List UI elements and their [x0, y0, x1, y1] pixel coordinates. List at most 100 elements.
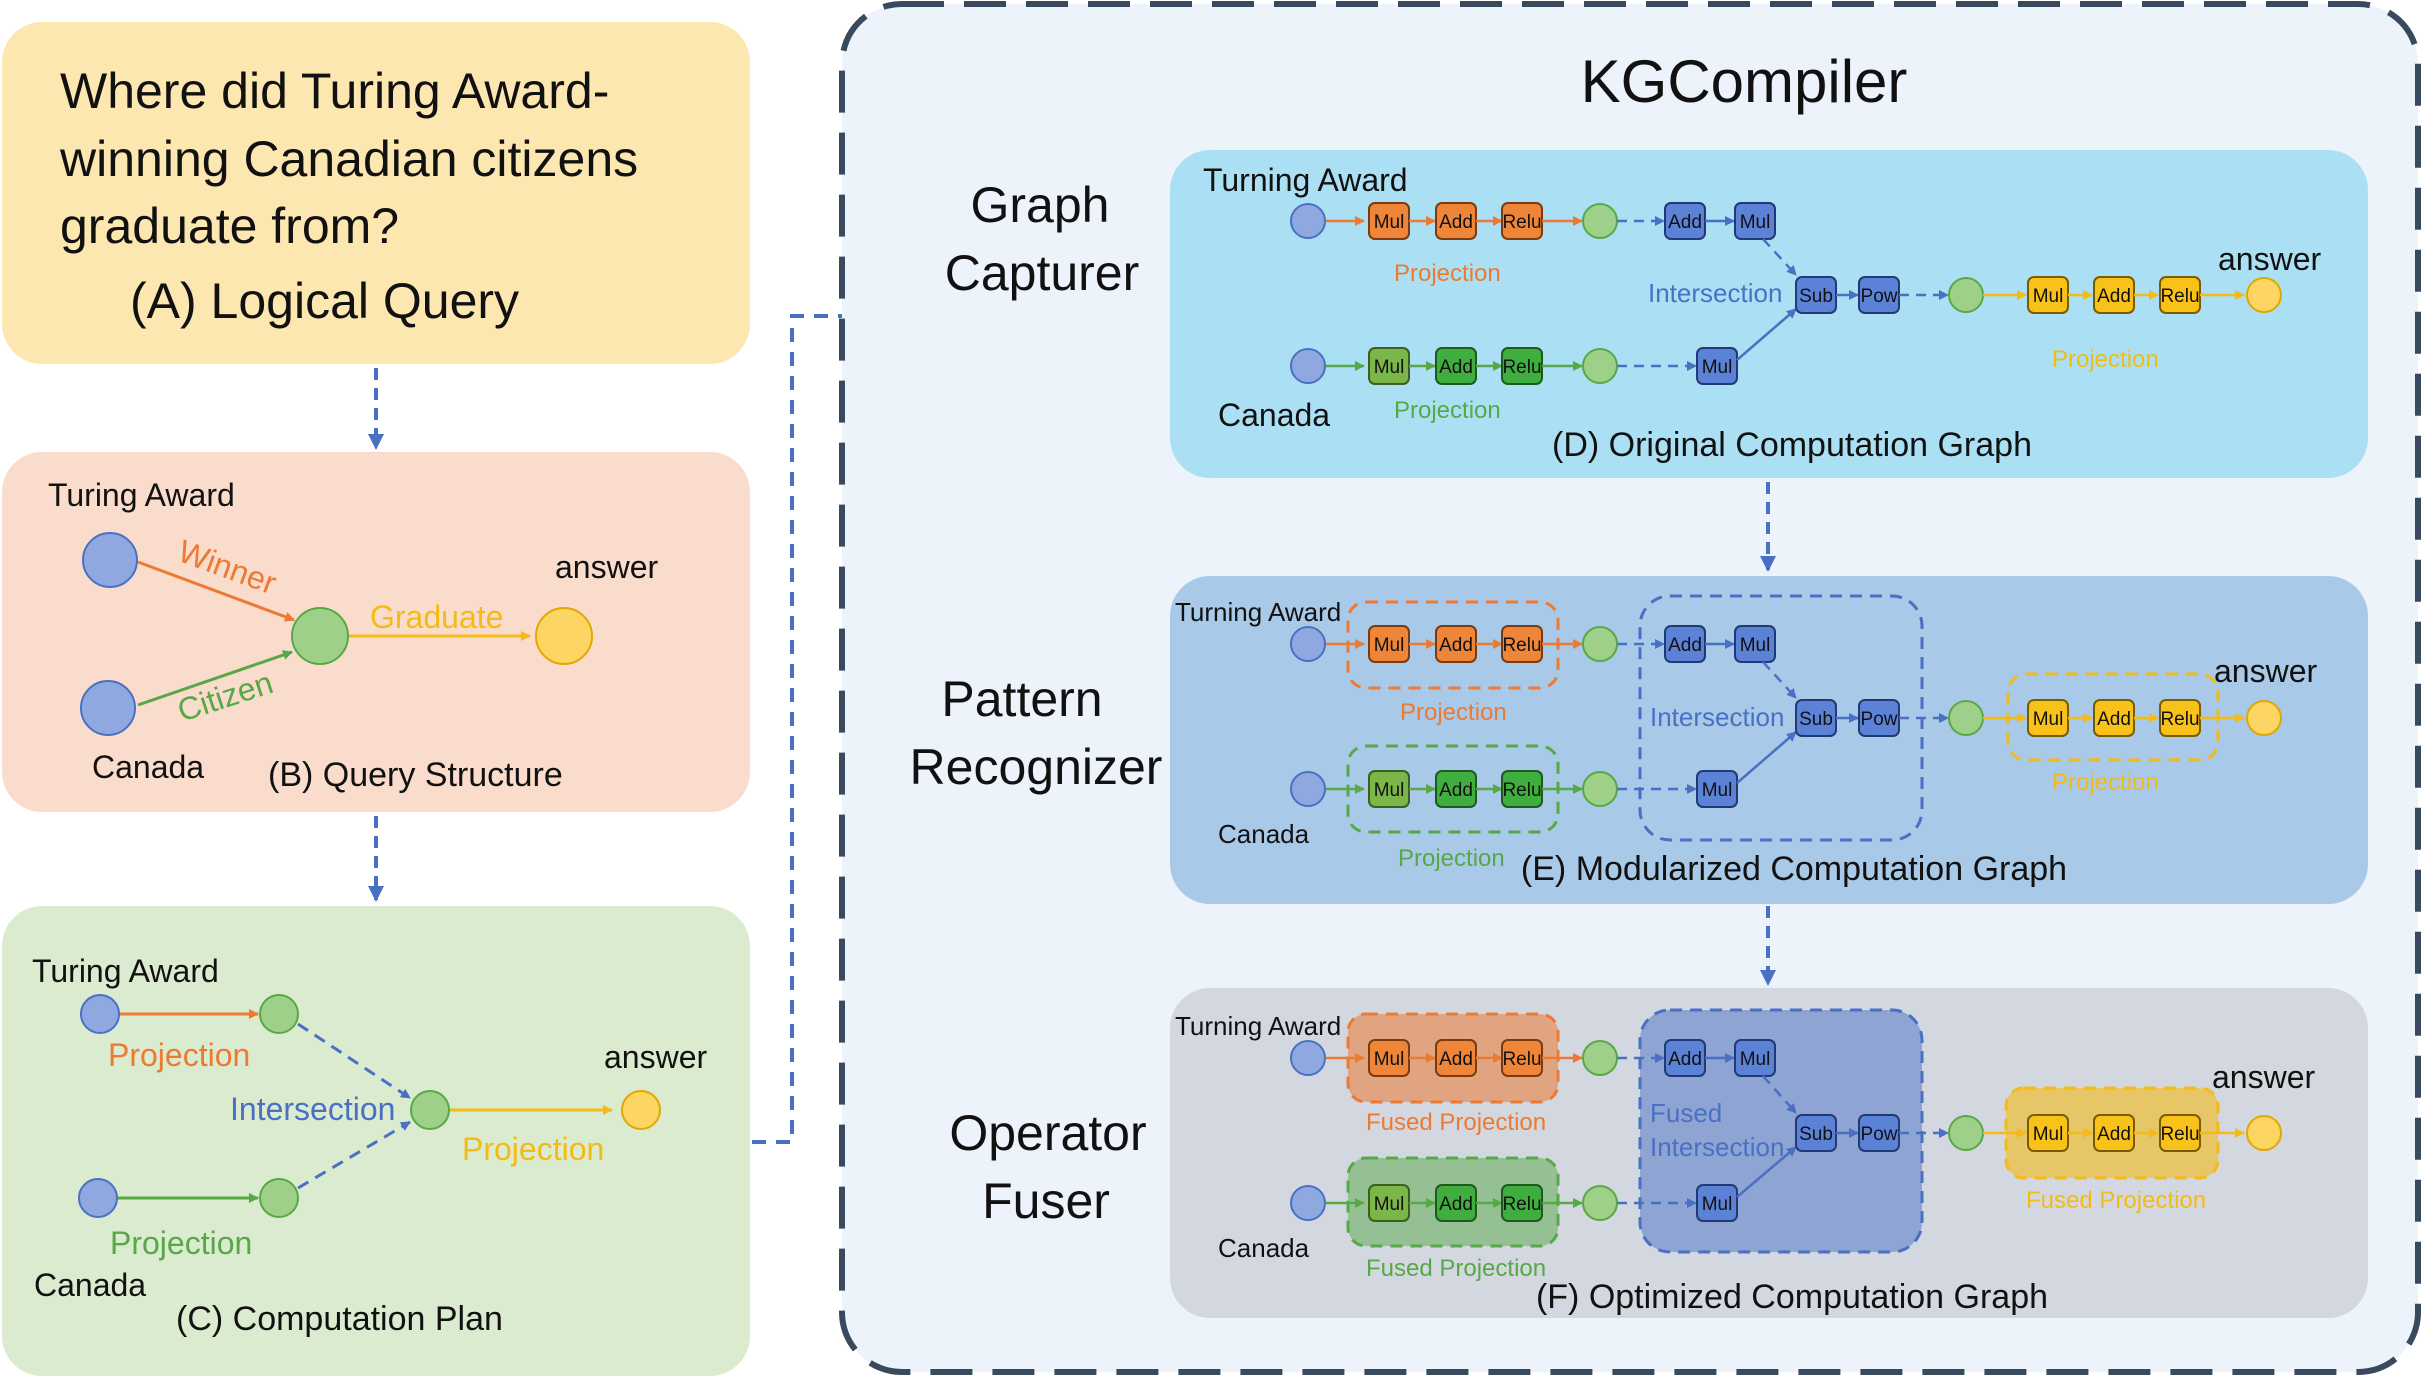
e-top-relu-op: Relu [1501, 625, 1543, 663]
stage-pattern-recognizer-1: Pattern [941, 671, 1102, 727]
compiler-title: KGCompiler [1581, 48, 1908, 115]
f-top-label: Turning Award [1175, 1011, 1341, 1041]
e-top-add-op: Add [1435, 625, 1477, 663]
e-right-mul-op-label: Mul [2033, 709, 2064, 730]
e-bottom-relu-op: Relu [1501, 770, 1543, 808]
panel-c-caption: (C) Computation Plan [176, 1300, 503, 1338]
d-right-mul-op: Mul [2027, 276, 2069, 314]
f-proj-top: Fused Projection [1366, 1109, 1546, 1136]
d-top-mul-op: Mul [1368, 202, 1410, 240]
d-answer-label: answer [2218, 241, 2322, 277]
e-turing-node [1290, 626, 1326, 662]
f-bottom-mul-op: Mul [1368, 1184, 1410, 1222]
d-top-add-op: Add [1435, 202, 1477, 240]
question-line-1: Where did Turing Award- [60, 63, 609, 119]
d-right-relu-op: Relu [2159, 276, 2201, 314]
c-answer-label: answer [604, 1039, 708, 1075]
b-edge-graduate: Graduate [370, 599, 503, 635]
e-int-add-op-label: Add [1668, 635, 1702, 656]
question-line-3: graduate from? [60, 198, 399, 254]
d-bottom-mul-op-label: Mul [1374, 357, 1405, 378]
d-int-mul1-op-label: Mul [1740, 212, 1771, 233]
f-int-pow-op: Pow [1858, 1114, 1900, 1152]
c-projection-bottom: Projection [110, 1225, 252, 1261]
d-caption: (D) Original Computation Graph [1552, 426, 2032, 464]
e-top-label: Turning Award [1175, 597, 1341, 627]
c-proj-top-node [259, 994, 299, 1034]
e-right-add-op: Add [2093, 699, 2135, 737]
e-int-sub-op: Sub [1795, 699, 1837, 737]
panel-computation-plan: Turing Award Canada answer Projection In… [2, 906, 750, 1376]
d-int-add-op-label: Add [1668, 212, 1702, 233]
e-right-mul-op: Mul [2027, 699, 2069, 737]
e-intersection-node [1948, 700, 1984, 736]
f-proj-top-node [1582, 1040, 1618, 1076]
f-int-mul1-op-label: Mul [1740, 1049, 1771, 1070]
d-right-relu-op-label: Relu [2160, 286, 2199, 307]
f-right-add-op-label: Add [2097, 1124, 2131, 1145]
c-intersection-label: Intersection [230, 1091, 395, 1127]
e-right-add-op-label: Add [2097, 709, 2131, 730]
f-bottom-relu-op-label: Relu [1502, 1194, 1541, 1215]
d-intersection-node [1948, 277, 1984, 313]
f-right-relu-op-label: Relu [2160, 1124, 2199, 1145]
f-top-relu-op-label: Relu [1502, 1049, 1541, 1070]
panel-query-structure: Turing Award Canada answer Winner Citize… [2, 452, 750, 812]
panel-a-caption: (A) Logical Query [130, 273, 519, 329]
d-top-mul-op-label: Mul [1374, 212, 1405, 233]
d-bottom-mul-op: Mul [1368, 347, 1410, 385]
d-bottom-relu-op: Relu [1501, 347, 1543, 385]
f-top-relu-op: Relu [1501, 1039, 1543, 1077]
e-caption: (E) Modularized Computation Graph [1521, 850, 2067, 888]
e-int-mul1-op: Mul [1734, 625, 1776, 663]
f-intersection-1: Fused [1650, 1098, 1722, 1128]
d-proj-right: Projection [2052, 346, 2159, 373]
d-bottom-label: Canada [1218, 397, 1330, 433]
e-edge-i3 [1762, 661, 1797, 699]
e-int-add-op: Add [1664, 625, 1706, 663]
f-canada-node [1290, 1185, 1326, 1221]
e-proj-top-node [1582, 626, 1618, 662]
f-edge-i3 [1762, 1075, 1797, 1114]
f-right-add-op: Add [2093, 1114, 2135, 1152]
d-intersection: Intersection [1648, 278, 1782, 308]
f-top-mul-op-label: Mul [1374, 1049, 1405, 1070]
f-caption: (F) Optimized Computation Graph [1536, 1278, 2048, 1316]
d-int-sub-op: Sub [1795, 276, 1837, 314]
f-intersection-node [1948, 1115, 1984, 1151]
d-turing-node [1290, 203, 1326, 239]
e-top-relu-op-label: Relu [1502, 635, 1541, 656]
e-proj-right: Projection [2052, 769, 2159, 796]
e-answer-label: answer [2214, 653, 2318, 689]
d-edge-i4 [1736, 308, 1797, 361]
e-int-mul1-op-label: Mul [1740, 635, 1771, 656]
e-bottom-mul-op: Mul [1368, 770, 1410, 808]
e-proj-bottom: Projection [1398, 845, 1505, 872]
d-int-pow-op-label: Pow [1861, 286, 1898, 307]
d-int-mul1-op: Mul [1734, 202, 1776, 240]
panel-b-caption: (B) Query Structure [268, 756, 563, 794]
b-answer-label: answer [555, 549, 659, 585]
f-answer-label: answer [2212, 1059, 2316, 1095]
e-bottom-label: Canada [1218, 819, 1310, 849]
f-bottom-relu-op: Relu [1501, 1184, 1543, 1222]
c-projection-top: Projection [108, 1037, 250, 1073]
d-proj-top: Projection [1394, 260, 1501, 287]
d-proj-bottom: Projection [1394, 397, 1501, 424]
e-top-add-op-label: Add [1439, 635, 1473, 656]
f-top-mul-op: Mul [1368, 1039, 1410, 1077]
d-right-mul-op-label: Mul [2033, 286, 2064, 307]
stage-pattern-recognizer-2: Recognizer [910, 739, 1163, 795]
f-intersection-2: Intersection [1650, 1132, 1784, 1162]
e-bottom-add-op: Add [1435, 770, 1477, 808]
e-int-pow-op: Pow [1858, 699, 1900, 737]
d-top-add-op-label: Add [1439, 212, 1473, 233]
e-int-mul2-op-label: Mul [1702, 780, 1733, 801]
d-bottom-add-op: Add [1435, 347, 1477, 385]
d-top-relu-op: Relu [1501, 202, 1543, 240]
